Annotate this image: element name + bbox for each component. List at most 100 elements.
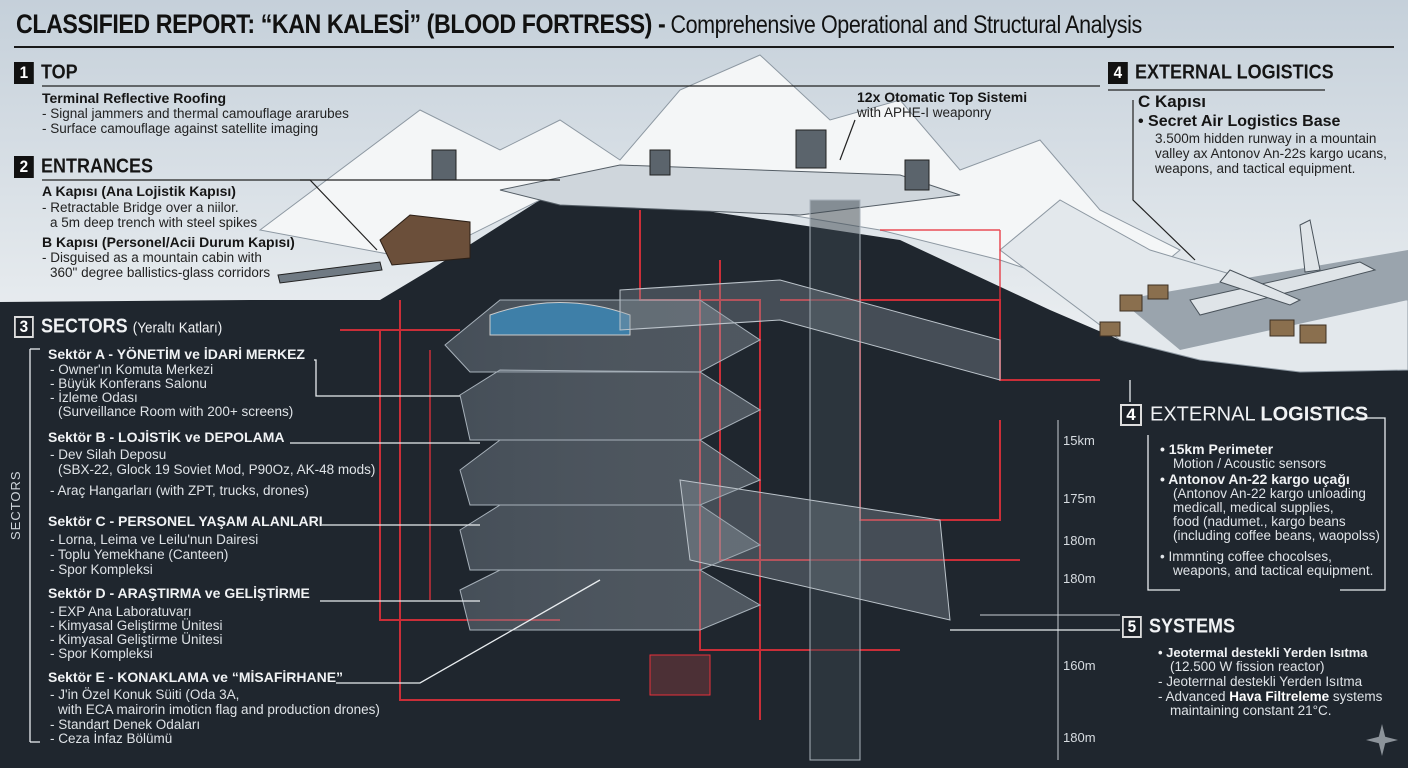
turret-line: with APHE-I weaponry — [857, 105, 992, 120]
coffee-line: • Immnting coffee chocolses, — [1160, 549, 1332, 564]
sector-d-line: - EXP Ana Laboratuvarı — [50, 604, 192, 619]
sector-a-line: - İzleme Odası — [50, 390, 138, 405]
mountain-cabin — [379, 214, 471, 266]
sectors-vertical-label: SECTORS — [8, 470, 23, 540]
heading-subtext: (Yeraltı Katları) — [132, 319, 223, 337]
top-line: - Surface camouflage against satellite i… — [42, 121, 319, 136]
air-base-title-text: Secret Air Logistics Base — [1148, 113, 1341, 130]
command-screens — [489, 302, 631, 336]
sector-d-line: - Kimyasal Geliştirme Ünitesi — [50, 632, 223, 647]
antonov-title-text: Antonov An-22 kargo uçağı — [1168, 471, 1350, 487]
turret-title: 12x Otomatic Top Sistemi — [857, 89, 1028, 105]
coffee-line-text: Immnting coffee chocolses, — [1168, 549, 1332, 564]
heading-text: ENTRANCES — [41, 155, 154, 178]
air-base-line: 3.500m hidden runway in a mountain — [1155, 131, 1377, 146]
sector-d-line: - Spor Kompleksi — [50, 646, 153, 661]
systems-line: - Jeoterrnal destekli Yerden Isıtma — [1158, 674, 1363, 689]
external-bottom-heading: 4 EXTERNAL LOGISTICS — [1120, 404, 1368, 426]
depth-scale — [980, 420, 1120, 760]
tunnels — [619, 279, 1001, 621]
coffee-line: weapons, and tactical equipment. — [1173, 563, 1374, 578]
top-subtitle: Terminal Reflective Roofing — [42, 90, 227, 106]
entrances-heading: 2 ENTRANCES — [14, 156, 153, 178]
sector-floors — [444, 299, 762, 631]
systems-line-bold: Hava Filtreleme — [1229, 689, 1330, 704]
section-number-badge: 1 — [14, 62, 34, 84]
sector-a-line: - Büyük Konferans Salonu — [50, 376, 207, 391]
sector-b-title: Sektör B - LOJİSTİK ve DEPOLAMA — [48, 429, 285, 445]
section-number-badge: 4 — [1120, 404, 1142, 426]
title-divider — [14, 46, 1394, 48]
section-number-badge: 3 — [14, 316, 34, 338]
floor-sector-c — [459, 439, 762, 506]
leader-lines-top — [42, 85, 1325, 261]
sector-b-line: - Dev Silah Deposu — [50, 447, 167, 462]
sector-a-line: - Owner'ın Komuta Merkezi — [50, 362, 214, 377]
sector-e-line: - Ceza İnfaz Bölümü — [50, 731, 173, 746]
gate-b-line: - Disguised as a mountain cabin with — [42, 250, 262, 265]
antonov-title: • Antonov An-22 kargo uçağı — [1160, 471, 1350, 487]
heading-text-bold: LOGISTICS — [1260, 403, 1369, 426]
gate-c-title: C Kapısı — [1138, 92, 1207, 111]
sectors-heading: 3 SECTORS (Yeraltı Katları) — [14, 316, 222, 338]
section-number-badge: 5 — [1122, 616, 1142, 638]
section-number-badge: 2 — [14, 156, 34, 178]
systems-line-part: systems — [1329, 689, 1383, 704]
perimeter-title: • 15km Perimeter — [1160, 441, 1274, 457]
systems-line: maintaining constant 21°C. — [1170, 703, 1332, 718]
sector-d-title: Sektör D - ARAŞTIRMA ve GELİŞTİRME — [48, 585, 310, 601]
sector-e-line: with ECA mairorin imoticn flag and produ… — [58, 702, 380, 717]
gate-a-title: A Kapısı (Ana Lojistik Kapısı) — [42, 183, 236, 199]
antonov-line: (including coffee beans, waopolss) — [1173, 528, 1380, 543]
heading-text: SECTORS — [41, 315, 128, 338]
depth-label: 180m — [1063, 533, 1096, 548]
title-subtitle: Comprehensive Operational and Structural… — [670, 11, 1142, 39]
heading-text: TOP — [41, 61, 78, 84]
sector-e-title: Sektör E - KONAKLAMA ve “MİSAFİRHANE” — [48, 669, 344, 685]
gate-b-title: B Kapısı (Personel/Acii Durum Kapısı) — [42, 234, 295, 250]
sector-c-title: Sektör C - PERSONEL YAŞAM ALANLARI — [48, 513, 323, 529]
depth-label: 180m — [1063, 571, 1096, 586]
systems-line: (12.500 W fission reactor) — [1170, 659, 1325, 674]
top-heading: 1 TOP — [14, 62, 78, 84]
reactor — [649, 654, 711, 696]
sector-c-line: - Spor Kompleksi — [50, 562, 153, 577]
sector-b-line: (SBX-22, Glock 19 Soviet Mod, P90Oz, AK-… — [58, 462, 376, 477]
gate-a-line: - Retractable Bridge over a niilor. — [42, 200, 239, 215]
sector-d-line: - Kimyasal Geliştirme Ünitesi — [50, 618, 223, 633]
geothermal-title: • Jeotermal destekli Yerden Isıtma — [1158, 645, 1368, 660]
air-base-line: valley ax Antonov An-22s kargo ucans, — [1155, 146, 1387, 161]
depth-label: 175m — [1063, 491, 1096, 506]
depth-label: 160m — [1063, 658, 1096, 673]
retractable-bridge — [277, 261, 383, 284]
depth-label: 15km — [1063, 433, 1095, 448]
heading-text: SYSTEMS — [1149, 615, 1236, 638]
geothermal-title-text: Jeotermal destekli Yerden Isıtma — [1166, 645, 1368, 660]
heading-text: EXTERNAL LOGISTICS — [1135, 61, 1334, 84]
floor-sector-e — [459, 569, 762, 631]
gate-b-line: 360" degree ballistics-glass corridors — [50, 265, 271, 280]
aircraft — [1189, 219, 1377, 316]
top-line: - Signal jammers and thermal camouflage … — [42, 106, 349, 121]
perimeter-title-text: 15km Perimeter — [1168, 441, 1274, 457]
gate-a-line: a 5m deep trench with steel spikes — [50, 215, 258, 230]
antonov-line: food (nadumet., kargo beans — [1173, 514, 1346, 529]
title-main: CLASSIFIED REPORT: “KAN KALESİ” (BLOOD F… — [16, 9, 666, 39]
sector-e-line: - J'in Özel Konuk Süiti (Oda 3A, — [50, 687, 240, 702]
antonov-line: (Antonov An-22 kargo unloading — [1173, 486, 1366, 501]
systems-heading: 5 SYSTEMS — [1122, 616, 1235, 638]
sector-e-line: - Standart Denek Odaları — [50, 717, 201, 732]
perimeter-line: Motion / Acoustic sensors — [1173, 456, 1327, 471]
cargo-crates — [1099, 284, 1327, 344]
section-number-badge: 4 — [1108, 62, 1128, 84]
depth-label: 180m — [1063, 730, 1096, 745]
heading-text: EXTERNAL — [1150, 403, 1255, 426]
air-base-title: • Secret Air Logistics Base — [1138, 113, 1341, 130]
sector-b-line: - Araç Hangarları (with ZPT, trucks, dro… — [50, 483, 309, 498]
sector-c-line: - Lorna, Leima ve Leilu'nun Dairesi — [50, 532, 259, 547]
systems-line-part: - Advanced — [1158, 689, 1230, 704]
systems-line: - Advanced Hava Filtreleme systems — [1158, 689, 1383, 704]
air-base-line: weapons, and tactical equipment. — [1155, 161, 1356, 176]
external-top-heading: 4 EXTERNAL LOGISTICS — [1108, 62, 1334, 84]
